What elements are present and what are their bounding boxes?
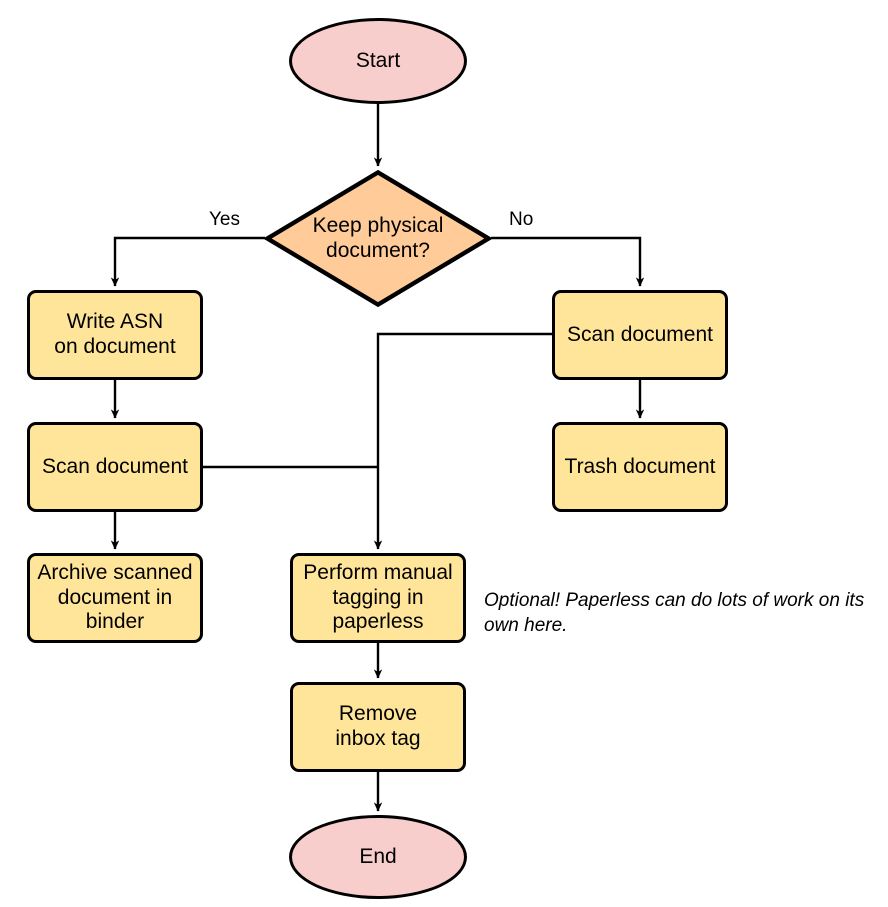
edge-decision-no-to-scan-right	[491, 236, 645, 287]
edge-label-yes: Yes	[209, 209, 240, 230]
node-write-asn-label: Write ASN on document	[54, 310, 176, 358]
node-scan-document-right[interactable]: Scan document	[552, 290, 728, 380]
node-scan-document-right-label: Scan document	[567, 322, 713, 346]
node-start-label: Start	[355, 48, 401, 72]
node-start[interactable]: Start	[289, 18, 467, 104]
edge-label-no: No	[509, 209, 534, 230]
edge-scan-right-to-manual-tagging	[373, 332, 552, 550]
node-scan-document-left[interactable]: Scan document	[27, 422, 203, 512]
node-scan-document-left-label: Scan document	[42, 454, 188, 478]
node-trash-document[interactable]: Trash document	[552, 422, 728, 512]
edge-decision-yes-to-write-asn	[110, 236, 265, 287]
node-trash-document-label: Trash document	[564, 454, 716, 478]
node-perform-manual-tagging[interactable]: Perform manual tagging in paperless	[290, 553, 466, 643]
node-remove-inbox-tag-label: Remove inbox tag	[335, 702, 421, 750]
node-remove-inbox-tag[interactable]: Remove inbox tag	[290, 682, 466, 772]
node-end[interactable]: End	[289, 815, 467, 899]
node-archive-scanned-document[interactable]: Archive scanned document in binder	[27, 553, 203, 643]
annotation-optional-note: Optional! Paperless can do lots of work …	[484, 590, 865, 636]
node-write-asn[interactable]: Write ASN on document	[27, 290, 203, 380]
node-end-label: End	[359, 844, 397, 868]
node-archive-scanned-document-label: Archive scanned document in binder	[37, 560, 193, 634]
node-perform-manual-tagging-label: Perform manual tagging in paperless	[303, 560, 453, 634]
